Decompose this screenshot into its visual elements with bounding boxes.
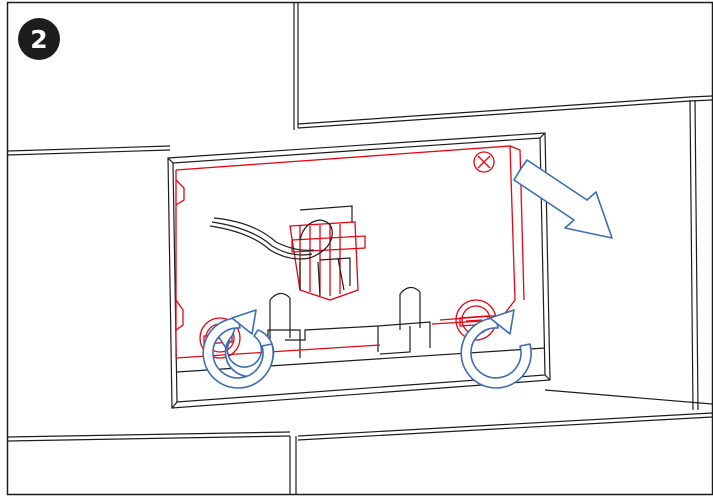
step-number-badge: 2	[18, 18, 60, 60]
wall-tiles	[7, 3, 713, 494]
rotate-arrow-left	[202, 309, 275, 389]
step-number: 2	[30, 24, 48, 54]
pull-arrow	[513, 159, 613, 239]
rotate-arrow-right	[460, 309, 532, 389]
wall-box	[167, 132, 551, 409]
cable-wires	[209, 205, 353, 297]
